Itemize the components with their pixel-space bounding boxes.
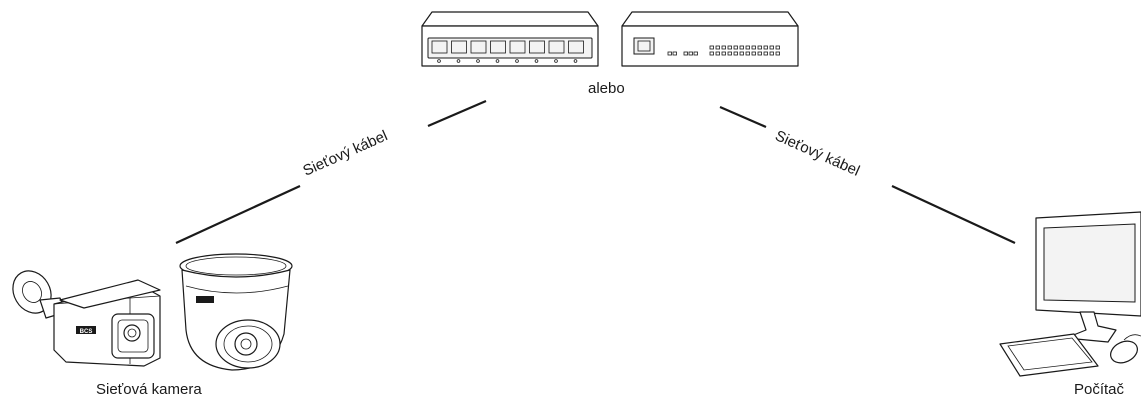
status-led-icon	[775, 45, 780, 50]
status-led-icon	[763, 51, 768, 56]
status-led-icon	[751, 45, 756, 50]
port-led-icon	[554, 59, 558, 63]
cable-right-upper	[719, 105, 767, 129]
status-led-icon	[739, 45, 744, 50]
ethernet-port-icon	[470, 40, 487, 54]
status-led-icon	[757, 45, 762, 50]
status-led-icon	[693, 51, 698, 56]
status-led-icon	[667, 51, 672, 56]
status-led-icon	[739, 51, 744, 56]
port-led-icon	[476, 59, 480, 63]
port-led-icon	[456, 59, 461, 63]
ethernet-port-icon	[451, 40, 467, 54]
status-led-icon	[688, 51, 693, 56]
status-led-icon	[683, 51, 688, 56]
computer-label: Počítač	[1074, 381, 1125, 398]
cable-right-lower	[891, 185, 1016, 244]
status-led-icon	[672, 51, 677, 56]
cable-left-lower	[175, 185, 301, 244]
computer-icon	[999, 211, 1141, 377]
camera-label: Sieťová kamera	[96, 381, 202, 398]
status-led-icon	[757, 51, 762, 56]
switch-icon	[421, 11, 599, 67]
ethernet-port-icon	[509, 40, 526, 54]
status-led-icon	[775, 51, 780, 56]
port-led-icon	[437, 59, 441, 63]
status-led-icon	[727, 45, 732, 50]
ethernet-port-icon	[490, 40, 506, 54]
status-led-icon	[769, 51, 774, 56]
status-led-icon	[769, 45, 774, 50]
bullet-camera-icon: BCS	[12, 270, 161, 367]
port-led-icon	[534, 59, 539, 63]
status-led-icon	[763, 45, 768, 50]
status-led-icon	[721, 51, 726, 56]
ethernet-port-icon	[529, 40, 545, 54]
status-led-icon	[727, 51, 732, 56]
status-led-icon	[709, 45, 714, 50]
status-led-icon	[733, 45, 738, 50]
switch-or-label: alebo	[588, 80, 625, 97]
ethernet-port-icon	[548, 40, 565, 54]
status-led-icon	[709, 51, 714, 56]
status-led-icon	[721, 45, 726, 50]
port-led-icon	[515, 59, 519, 63]
status-led-icon	[715, 45, 720, 50]
status-led-icon	[745, 45, 750, 50]
port-led-icon	[573, 59, 578, 63]
camera-brand-text: BCS	[80, 329, 93, 335]
ethernet-port-icon	[568, 40, 584, 54]
dome-camera-icon	[179, 253, 293, 371]
ethernet-port-icon	[431, 40, 448, 54]
cable-left-upper	[427, 99, 487, 128]
status-led-icon	[733, 51, 738, 56]
status-led-icon	[751, 51, 756, 56]
status-led-icon	[715, 51, 720, 56]
switch-alternative-icon	[621, 11, 799, 67]
status-led-icon	[745, 51, 750, 56]
port-led-icon	[495, 59, 500, 63]
